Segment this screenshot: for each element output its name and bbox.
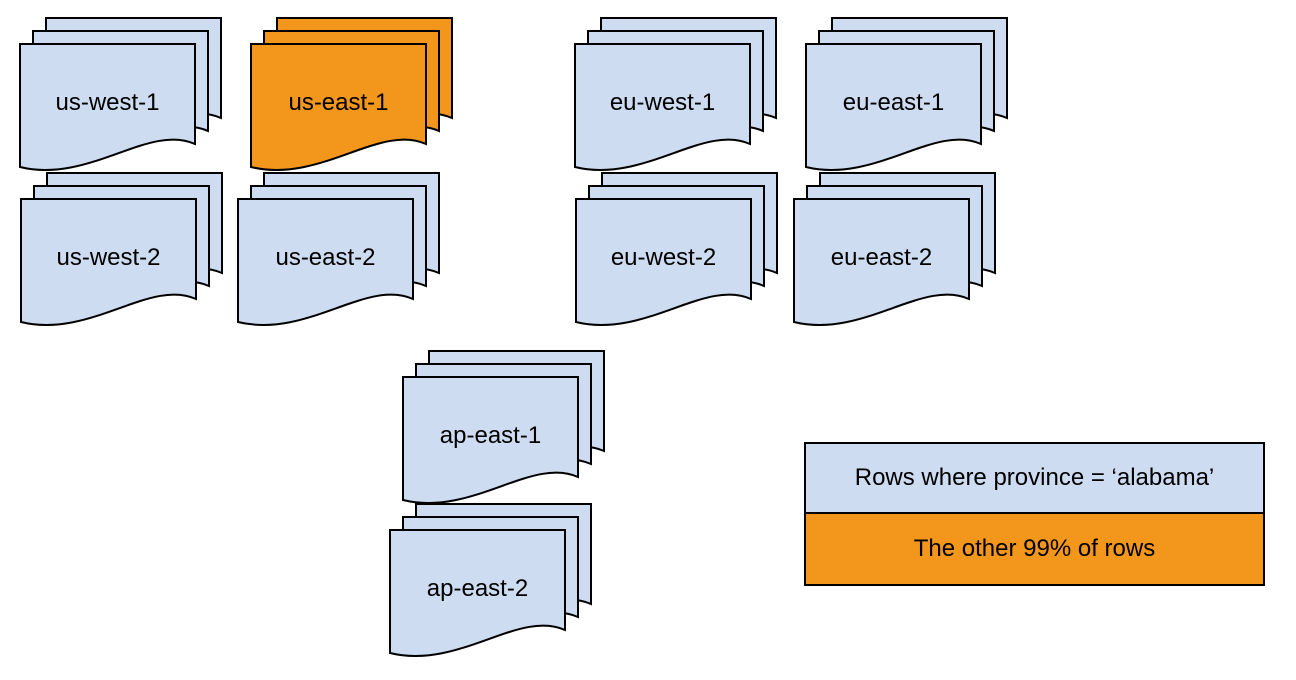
stack-label: ap-east-2 xyxy=(426,574,529,602)
legend-item-alabama-rows: Rows where province = ‘alabama’ xyxy=(806,444,1263,512)
legend-label: The other 99% of rows xyxy=(913,535,1156,562)
stack-label: us-west-1 xyxy=(55,88,160,116)
legend-label: Rows where province = ‘alabama’ xyxy=(854,464,1215,491)
doc-stack-eu-east-2: eu-east-2 xyxy=(793,172,996,332)
legend-item-other-rows: The other 99% of rows xyxy=(806,512,1263,584)
stack-label: us-east-1 xyxy=(288,88,389,116)
doc-stack-us-east-2: us-east-2 xyxy=(237,172,440,332)
legend: Rows where province = ‘alabama’ The othe… xyxy=(804,442,1265,586)
doc-stack-eu-east-1: eu-east-1 xyxy=(805,17,1008,177)
stack-label: eu-west-2 xyxy=(610,243,717,271)
doc-stack-us-east-1: us-east-1 xyxy=(250,17,453,177)
stack-label: eu-west-1 xyxy=(609,88,716,116)
stack-label: eu-east-2 xyxy=(830,243,933,271)
stack-label: ap-east-1 xyxy=(439,421,542,449)
doc-stack-us-west-2: us-west-2 xyxy=(20,172,223,332)
doc-stack-ap-east-1: ap-east-1 xyxy=(402,350,605,510)
stack-label: us-east-2 xyxy=(275,243,376,271)
doc-stack-ap-east-2: ap-east-2 xyxy=(389,503,592,663)
doc-stack-us-west-1: us-west-1 xyxy=(19,17,222,177)
doc-stack-eu-west-2: eu-west-2 xyxy=(575,172,778,332)
doc-stack-eu-west-1: eu-west-1 xyxy=(574,17,777,177)
stack-label: us-west-2 xyxy=(56,243,161,271)
stack-label: eu-east-1 xyxy=(842,88,945,116)
